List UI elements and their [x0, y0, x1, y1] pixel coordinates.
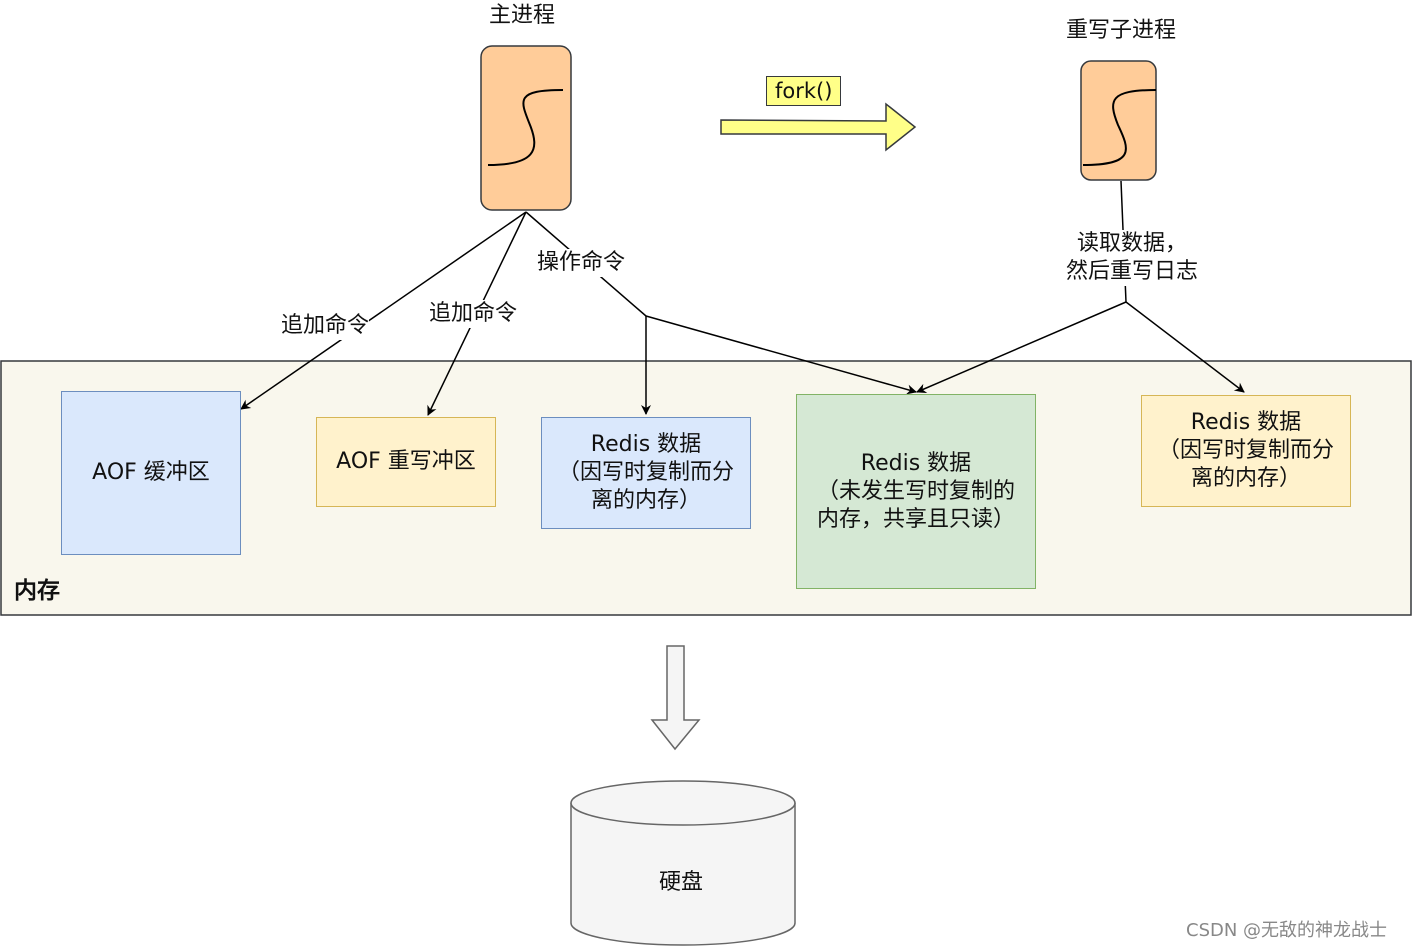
edge-label-operate-cmd: 操作命令 [537, 249, 626, 277]
edge-child-to-redis-shared [916, 301, 1127, 394]
main-process-title: 主进程 [489, 2, 556, 30]
edge-child-to-redis-cow [1125, 301, 1245, 393]
child-process-icon [1080, 60, 1157, 181]
fork-arrow [720, 102, 917, 152]
down-arrow-to-disk [650, 645, 701, 751]
child-process-title: 重写子进程 [1066, 17, 1177, 45]
edge-main-to-aof-buffer [240, 211, 527, 410]
disk-cylinder [570, 780, 796, 946]
redis-data-cow-main-box: Redis 数据 （因写时复制而分 离的内存） [541, 417, 751, 529]
edge-operate-to-redis-shared [645, 315, 917, 395]
edge-label-append-cmd-1: 追加命令 [281, 312, 370, 340]
memory-label: 内存 [14, 578, 60, 604]
main-process-icon [480, 45, 572, 211]
edge-label-append-cmd-2: 追加命令 [429, 300, 518, 328]
aof-buffer-box: AOF 缓冲区 [61, 391, 241, 555]
aof-rewrite-buffer-box: AOF 重写冲区 [316, 417, 496, 507]
redis-data-cow-child-box: Redis 数据 （因写时复制而分 离的内存） [1141, 395, 1351, 507]
edge-label-read-rewrite: 读取数据， 然后重写日志 [1066, 230, 1199, 286]
fork-label: fork() [766, 76, 842, 106]
redis-data-shared-box: Redis 数据 （未发生写时复制的 内存，共享且只读） [796, 394, 1036, 589]
watermark: CSDN @无敌的神龙战士 [1186, 920, 1388, 941]
disk-label: 硬盘 [659, 870, 704, 895]
